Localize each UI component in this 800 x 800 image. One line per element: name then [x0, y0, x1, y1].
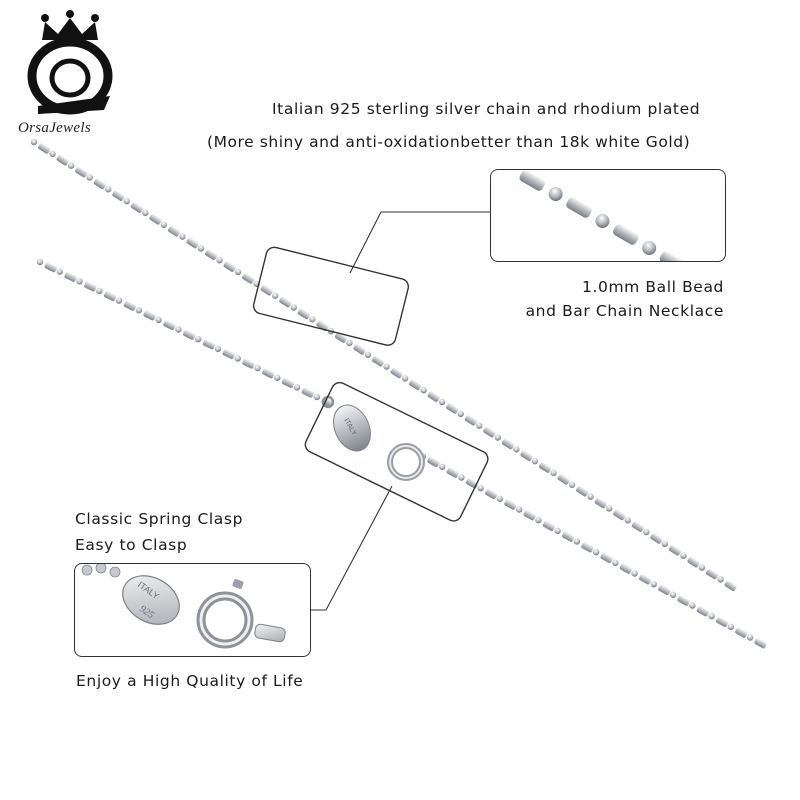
bead-caption-line2: and Bar Chain Necklace: [525, 302, 724, 320]
chain-clasp: ITALY: [321, 395, 425, 481]
clasp-zoom-inset: ITALY 925: [74, 563, 311, 657]
brand-name: OrsaJewels: [18, 120, 91, 136]
callout-frame-clasp: [304, 381, 489, 522]
bead-zoom-inset: [490, 169, 726, 262]
headline-text: Italian 925 sterling silver chain and rh…: [272, 100, 701, 118]
clasp-caption-line1: Classic Spring Clasp: [75, 510, 244, 528]
callout-frame-bead: [252, 246, 410, 346]
subline-text: (More shiny and anti-oxidationbetter tha…: [207, 133, 691, 151]
leader-line-bead: [349, 211, 490, 274]
leader-line-clasp: [310, 485, 393, 611]
bead-caption-line1: 1.0mm Ball Bead: [582, 278, 724, 296]
brand-logo-icon: [27, 10, 113, 115]
quality-caption: Enjoy a High Quality of Life: [76, 672, 304, 690]
clasp-caption-line2: Easy to Clasp: [75, 536, 188, 554]
